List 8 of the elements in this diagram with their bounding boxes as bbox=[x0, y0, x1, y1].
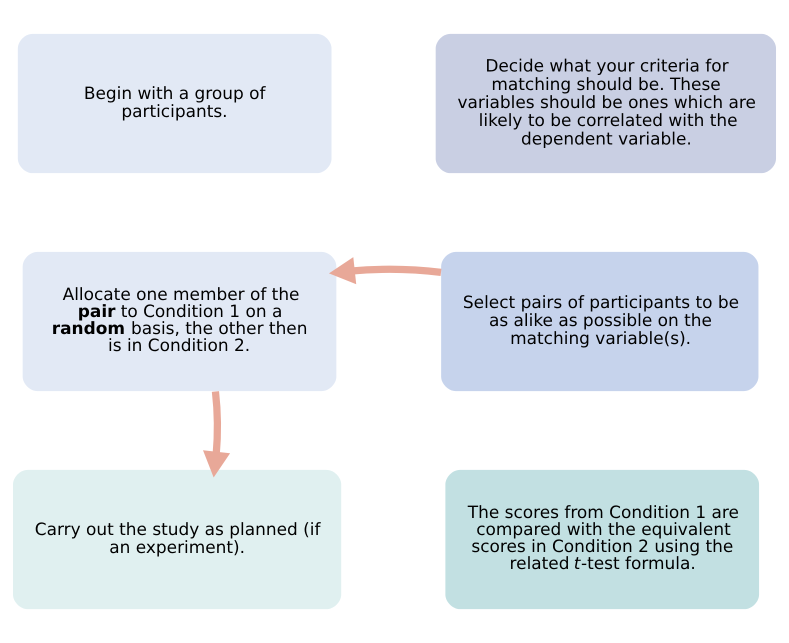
arrow bbox=[203, 391, 230, 478]
node-box: The scores from Condition 1 are compared with the equivalent scores in Condition 2 using the related t-test formula. bbox=[445, 470, 760, 610]
arrow bbox=[328, 257, 442, 284]
node-box: Allocate one member of the pair to Condition 1 on a random basis, the other then is in Condition 2. bbox=[22, 252, 336, 392]
node-box: Begin with a group of participants. bbox=[18, 34, 332, 174]
node-box: Select pairs of participants to be as alike as possible on the matching variable(s). bbox=[441, 252, 758, 392]
node-box: Carry out the study as planned (if an experiment). bbox=[12, 470, 342, 610]
node-box: Decide what your criteria for matching should be. These variables should be ones which are likely to be correlated with the dependent variable. bbox=[436, 34, 776, 174]
